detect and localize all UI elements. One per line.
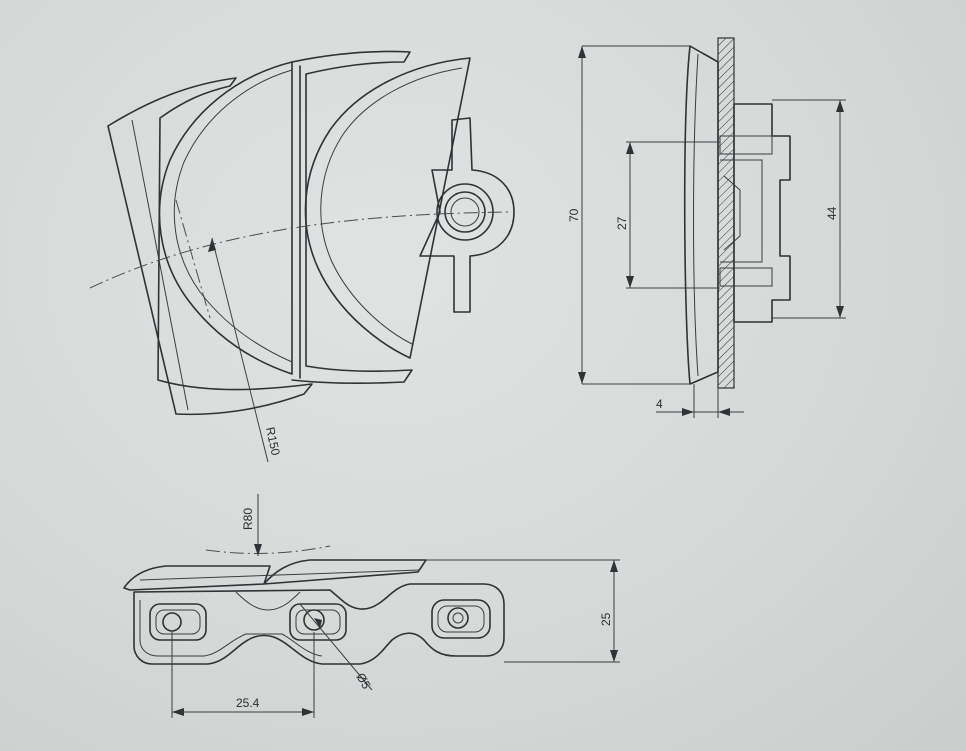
label-27: 27 [615, 216, 629, 230]
slot-right [431, 599, 491, 639]
hole-right [447, 607, 469, 629]
front-link-inner-1 [139, 600, 323, 657]
leader-r150 [211, 237, 269, 463]
hole-left [162, 612, 182, 632]
front-view: R80 25 25.4 Ø5 [123, 494, 620, 718]
side-view: 70 27 44 4 [567, 37, 846, 418]
link-core [720, 159, 763, 263]
front-link-body [133, 583, 505, 665]
link-upper-lug [719, 135, 773, 155]
slot-right-inner [437, 605, 485, 633]
front-top-plate-1 [123, 565, 271, 591]
centerline-radial [175, 199, 211, 319]
leader-dia5 [299, 603, 373, 691]
slot-middle [289, 603, 347, 641]
label-254: 25.4 [236, 696, 260, 710]
label-70: 70 [567, 208, 581, 222]
plate-front-1 [158, 61, 293, 375]
front-link-notch [235, 591, 301, 611]
hole-middle [303, 609, 325, 631]
hub-bore [444, 191, 486, 233]
arrows-25 [610, 560, 618, 662]
top-plate-profile [683, 45, 719, 385]
plate-rear-edge [131, 119, 189, 411]
centerline-arc [89, 211, 511, 289]
top-view: R150 [89, 50, 515, 463]
link-tooth [723, 175, 741, 251]
plate-front-2 [304, 57, 471, 359]
link-lower-lug [719, 267, 773, 287]
hole-right-inner [452, 612, 464, 624]
plate-front-1-inner [173, 69, 293, 363]
centerline-r80 [205, 545, 331, 554]
plate-front-1-top [291, 50, 413, 385]
hub-body [419, 117, 515, 313]
front-top-plate-2 [263, 559, 427, 585]
slot-left [149, 603, 207, 641]
label-r80: R80 [241, 508, 255, 530]
label-r150: R150 [263, 426, 283, 457]
top-plate-inner [693, 53, 699, 377]
label-44: 44 [825, 206, 839, 220]
arrow-dia5 [314, 618, 322, 628]
plate-section [717, 37, 735, 389]
front-plate-line [139, 569, 421, 581]
arrows-4 [682, 408, 730, 416]
label-4: 4 [656, 397, 663, 411]
plate-front-2-inner [320, 67, 463, 345]
plate-rear [107, 77, 313, 416]
slot-left-inner [155, 609, 201, 635]
arrow-r80 [254, 544, 262, 556]
hub-bore-inner [450, 197, 480, 227]
label-25: 25 [599, 612, 613, 626]
arrow-r150 [208, 238, 216, 252]
